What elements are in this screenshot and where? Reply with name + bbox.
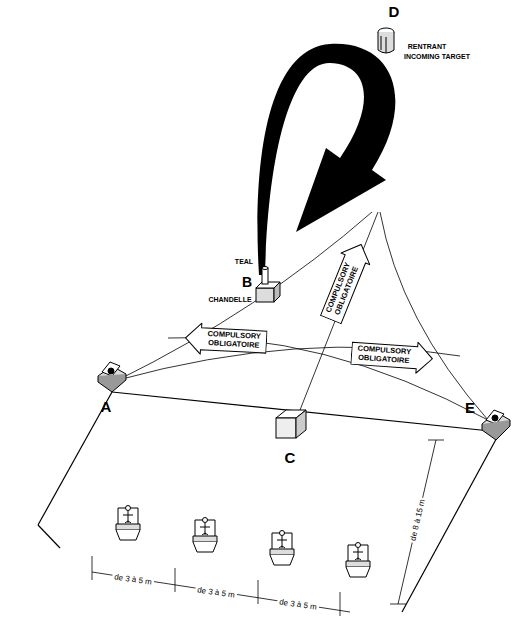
trap-machine — [482, 410, 510, 440]
shooting-stand — [356, 543, 361, 548]
trap-letter: A — [101, 399, 112, 415]
trap-machine — [482, 420, 510, 440]
shooting-stand — [270, 531, 294, 566]
shooting-stand — [123, 511, 133, 523]
shooting-stand — [193, 518, 217, 553]
trap-machine — [262, 267, 268, 270]
shooting-stand — [270, 555, 294, 565]
dimension-line — [175, 568, 176, 592]
shooting-stand — [193, 542, 217, 552]
arrow-outline — [351, 338, 434, 375]
trap-machine — [98, 362, 126, 392]
target-label: INCOMING TARGET — [404, 53, 470, 60]
target-label: CHANDELLE — [208, 296, 251, 303]
shooting-stand — [346, 543, 370, 578]
dimension-label: de 3 à 5 m — [195, 586, 238, 600]
dimension-label: de 3 à 5 m — [277, 598, 320, 612]
trap-machine — [108, 368, 114, 374]
trap-machine — [378, 32, 394, 53]
shooting-stand — [277, 536, 287, 548]
field-outline — [38, 392, 112, 525]
trap-letter: B — [242, 275, 252, 290]
dimension-line — [92, 556, 350, 616]
compulsory-arrow: COMPULSORYOBLIGATOIRE — [350, 337, 434, 375]
trap-letter: E — [465, 400, 475, 416]
trap-house — [296, 410, 306, 438]
trap-letter: C — [285, 450, 296, 466]
arrow-outline — [316, 239, 375, 326]
trap-machine — [256, 267, 280, 303]
target-label: RENTRANT — [408, 43, 447, 50]
trap-machine — [386, 37, 387, 53]
dimension-line — [258, 580, 259, 604]
shooting-stand — [116, 530, 140, 540]
trap-machine — [102, 362, 120, 376]
trap-machine — [274, 282, 280, 302]
shooting-stand — [280, 531, 285, 536]
dimension-line — [92, 572, 350, 612]
trap-letter: D — [389, 4, 400, 20]
target-label: TEAL — [235, 258, 253, 265]
field-outline — [402, 432, 500, 612]
trajectory-line — [380, 212, 488, 420]
trap-machine — [381, 36, 382, 50]
dimension-line — [390, 440, 444, 604]
trap-house — [276, 410, 306, 438]
trajectory-line — [300, 212, 378, 410]
shooting-stand — [116, 524, 140, 530]
shooting-stand — [353, 548, 363, 560]
curved-arrow — [257, 44, 395, 275]
dimension-label: de 3 à 5 m — [112, 573, 155, 587]
arrow-outline — [185, 322, 268, 357]
trap-machine — [262, 268, 268, 284]
shooting-stand — [203, 518, 208, 523]
dimension-label: de 8 à 15 m — [409, 497, 428, 544]
dimension-line — [428, 440, 444, 441]
shooting-stand — [200, 523, 210, 535]
trajectory-line — [118, 212, 372, 380]
shooting-stand — [126, 506, 131, 511]
dimension-line — [398, 440, 436, 604]
shooting-stand — [346, 567, 370, 577]
shooting-stand — [270, 549, 294, 555]
compulsory-arrow: COMPULSORYOBLIGATOIRE — [184, 322, 268, 358]
trap-house — [276, 418, 296, 438]
trap-machine — [98, 374, 126, 392]
shooting-stand — [193, 536, 217, 542]
shooting-stand — [116, 506, 140, 541]
shooting-stand — [346, 561, 370, 567]
shooting-stand — [116, 506, 370, 578]
trap-machine — [492, 415, 498, 421]
trap-machine — [256, 288, 274, 302]
field-outline — [38, 392, 500, 612]
trap-machine — [378, 28, 394, 53]
dimension-line — [92, 556, 93, 580]
trajectory-line — [118, 212, 488, 420]
dimension-line — [340, 592, 341, 616]
compulsory-arrow: COMPULSORYOBLIGATOIRE — [316, 238, 376, 326]
field-outline — [38, 525, 60, 548]
dimension-line — [390, 604, 406, 605]
